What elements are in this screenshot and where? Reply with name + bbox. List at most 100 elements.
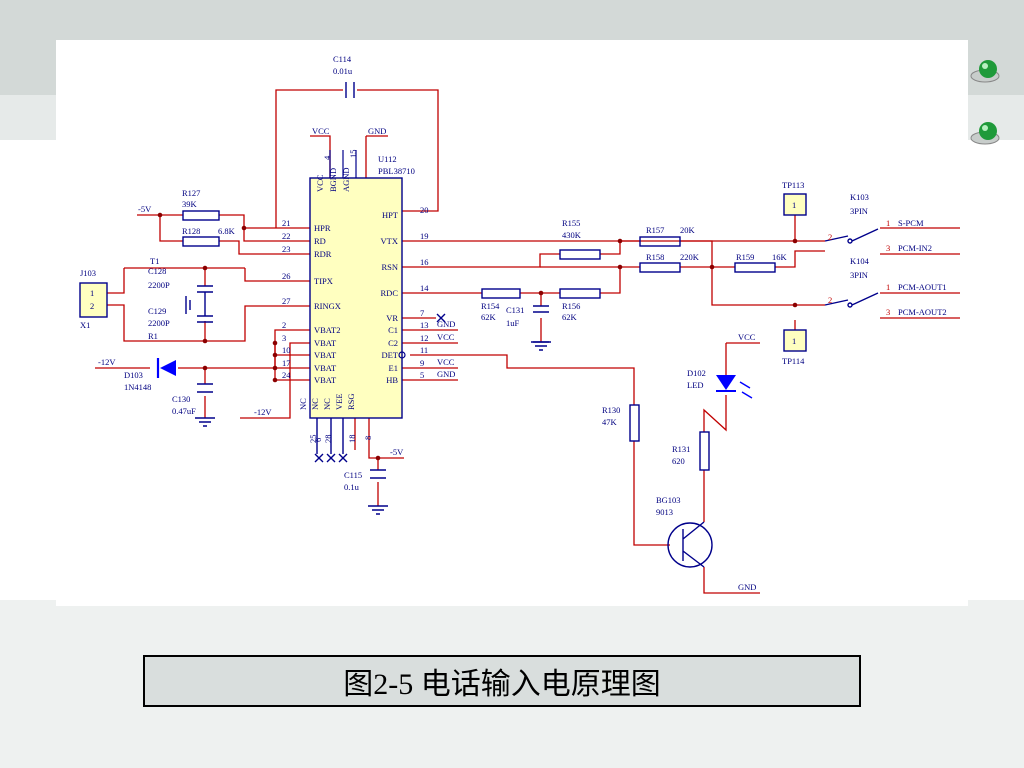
net-pcm-in2: PCM-IN2 (898, 243, 932, 253)
ic-left-pin-number: 23 (282, 244, 291, 254)
ic-bottom-pin-name: VEE (334, 393, 344, 410)
green-bead-icon (970, 60, 1000, 83)
k104-ref: K104 (850, 256, 870, 266)
k104-pin-2: 2 (828, 295, 832, 305)
ic-left-pin-number: 3 (282, 333, 286, 343)
ic-left-pin-name: VBAT (314, 350, 337, 360)
diodes (156, 358, 753, 399)
net-neg12v: -12V (254, 407, 272, 417)
net-gnd: GND (437, 369, 455, 379)
r156-value: 62K (562, 312, 578, 322)
ic-bottom-pin-name: NC (310, 398, 320, 410)
junctions (157, 212, 798, 461)
ic-bottom-pin-number: 28 (323, 435, 333, 444)
ic-right-pin-name: HB (386, 375, 398, 385)
c114-value: 0.01u (333, 66, 353, 76)
c115-value: 0.1u (344, 482, 360, 492)
net-gnd: GND (738, 582, 756, 592)
ic-right-pin-name: DET (381, 350, 398, 360)
r159-ref: R159 (736, 252, 754, 262)
components (79, 82, 879, 568)
r155-value: 430K (562, 230, 582, 240)
ic-left-pin-number: 21 (282, 218, 291, 228)
tp114-pin: 1 (792, 336, 796, 346)
ic-right-pin-name: C1 (388, 325, 398, 335)
r130-value: 47K (602, 417, 618, 427)
c128-value: 2200P (148, 280, 170, 290)
k104-pin-3: 3 (886, 307, 890, 317)
ic-left-pin-name: VBAT2 (314, 325, 340, 335)
ic-right-pin-number: 14 (420, 283, 429, 293)
component-labels: C114 0.01u U112 PBL38710 R127 39K R128 6… (80, 54, 870, 517)
k104-pin-1: 1 (886, 282, 890, 292)
r131-value: 620 (672, 456, 685, 466)
ic-right-pin-name: VTX (381, 236, 398, 246)
d102-ref: D102 (687, 368, 706, 378)
net-neg5v: -5V (138, 204, 152, 214)
c115-ref: C115 (344, 470, 362, 480)
ic-left-pin-name: RD (314, 236, 326, 246)
wires (95, 89, 960, 594)
c128-ref: C128 (148, 266, 166, 276)
net-gnd: GND (437, 319, 455, 329)
ic-right-pin-number: 11 (420, 345, 428, 355)
ic-top-pin-number: 4 (322, 155, 332, 160)
r156-ref: R156 (562, 301, 580, 311)
ic-right-pin-number: 5 (420, 370, 424, 380)
u112-value: PBL38710 (378, 166, 415, 176)
r127-ref: R127 (182, 188, 200, 198)
r130-ref: R130 (602, 405, 620, 415)
ic-bottom-pin-number: 8 (363, 436, 373, 440)
ic-bottom-pin-name: NC (298, 398, 308, 410)
ic-left-pin-name: VBAT (314, 363, 337, 373)
ic-left-pin-name: VBAT (314, 338, 337, 348)
ic-right-pin-name: VR (386, 313, 398, 323)
j103-ref: J103 (80, 268, 96, 278)
c129-ref: C129 (148, 306, 166, 316)
c131-ref: C131 (506, 305, 524, 315)
ic-left-pin-number: 22 (282, 231, 291, 241)
net-neg5v: -5V (390, 447, 404, 457)
r131-ref: R131 (672, 444, 690, 454)
tp114-ref: TP114 (782, 356, 805, 366)
net-neg12v: -12V (98, 357, 116, 367)
k103-pin-2: 2 (828, 232, 832, 242)
t1-label: T1 (150, 256, 159, 266)
ic-left-pin-name: VBAT (314, 375, 337, 385)
tp113-pin: 1 (792, 200, 796, 210)
bg103-ref: BG103 (656, 495, 681, 505)
ic-right-pin-number: 19 (420, 231, 429, 241)
net-vcc: VCC (437, 357, 455, 367)
ic-right-pin-number: 9 (420, 358, 424, 368)
r1-label: R1 (148, 331, 158, 341)
k103-pin-1: 1 (886, 218, 890, 228)
ic-left-pin-name: RINGX (314, 301, 341, 311)
ic-top-pins: VCC BGND AGND 4 15 (315, 150, 358, 193)
ic-top-pin-name: BGND (328, 168, 338, 192)
j103-pin1: 1 (90, 288, 94, 298)
net-pcm-aout1: PCM-AOUT1 (898, 282, 947, 292)
ic-left-pin-number: 10 (282, 345, 291, 355)
r157-ref: R157 (646, 225, 664, 235)
ic-right-pins: 20HPT19VTX16RSN14RDC7VR13C112C211DET9E15… (381, 205, 430, 385)
ic-right-pin-name: C2 (388, 338, 398, 348)
ic-top-pin-name: AGND (341, 167, 351, 192)
switch-pin-numbers: 1 3 2 1 3 2 (828, 218, 890, 317)
r158-value: 220K (680, 252, 700, 262)
ic-bottom-pin-number: 6 (313, 438, 323, 442)
ic-left-pin-name: TIPX (314, 276, 333, 286)
r159-value: 16K (772, 252, 788, 262)
net-labels: VCC GND -5V -12V -12V -5V GND VCC VCC GN… (98, 126, 947, 592)
ic-right-pin-name: HPT (382, 210, 399, 220)
r128-ref: R128 (182, 226, 200, 236)
ic-left-pin-number: 24 (282, 370, 291, 380)
k103-value: 3PIN (850, 206, 868, 216)
ic-top-pin-number: 15 (348, 150, 358, 159)
c131-value: 1uF (506, 318, 520, 328)
c130-value: 0.47uF (172, 406, 196, 416)
ic-right-pin-number: 16 (420, 257, 429, 267)
figure-caption: 图2-5 电话输入电原理图 (343, 668, 661, 701)
ic-bottom-pin-name: NC (322, 398, 332, 410)
